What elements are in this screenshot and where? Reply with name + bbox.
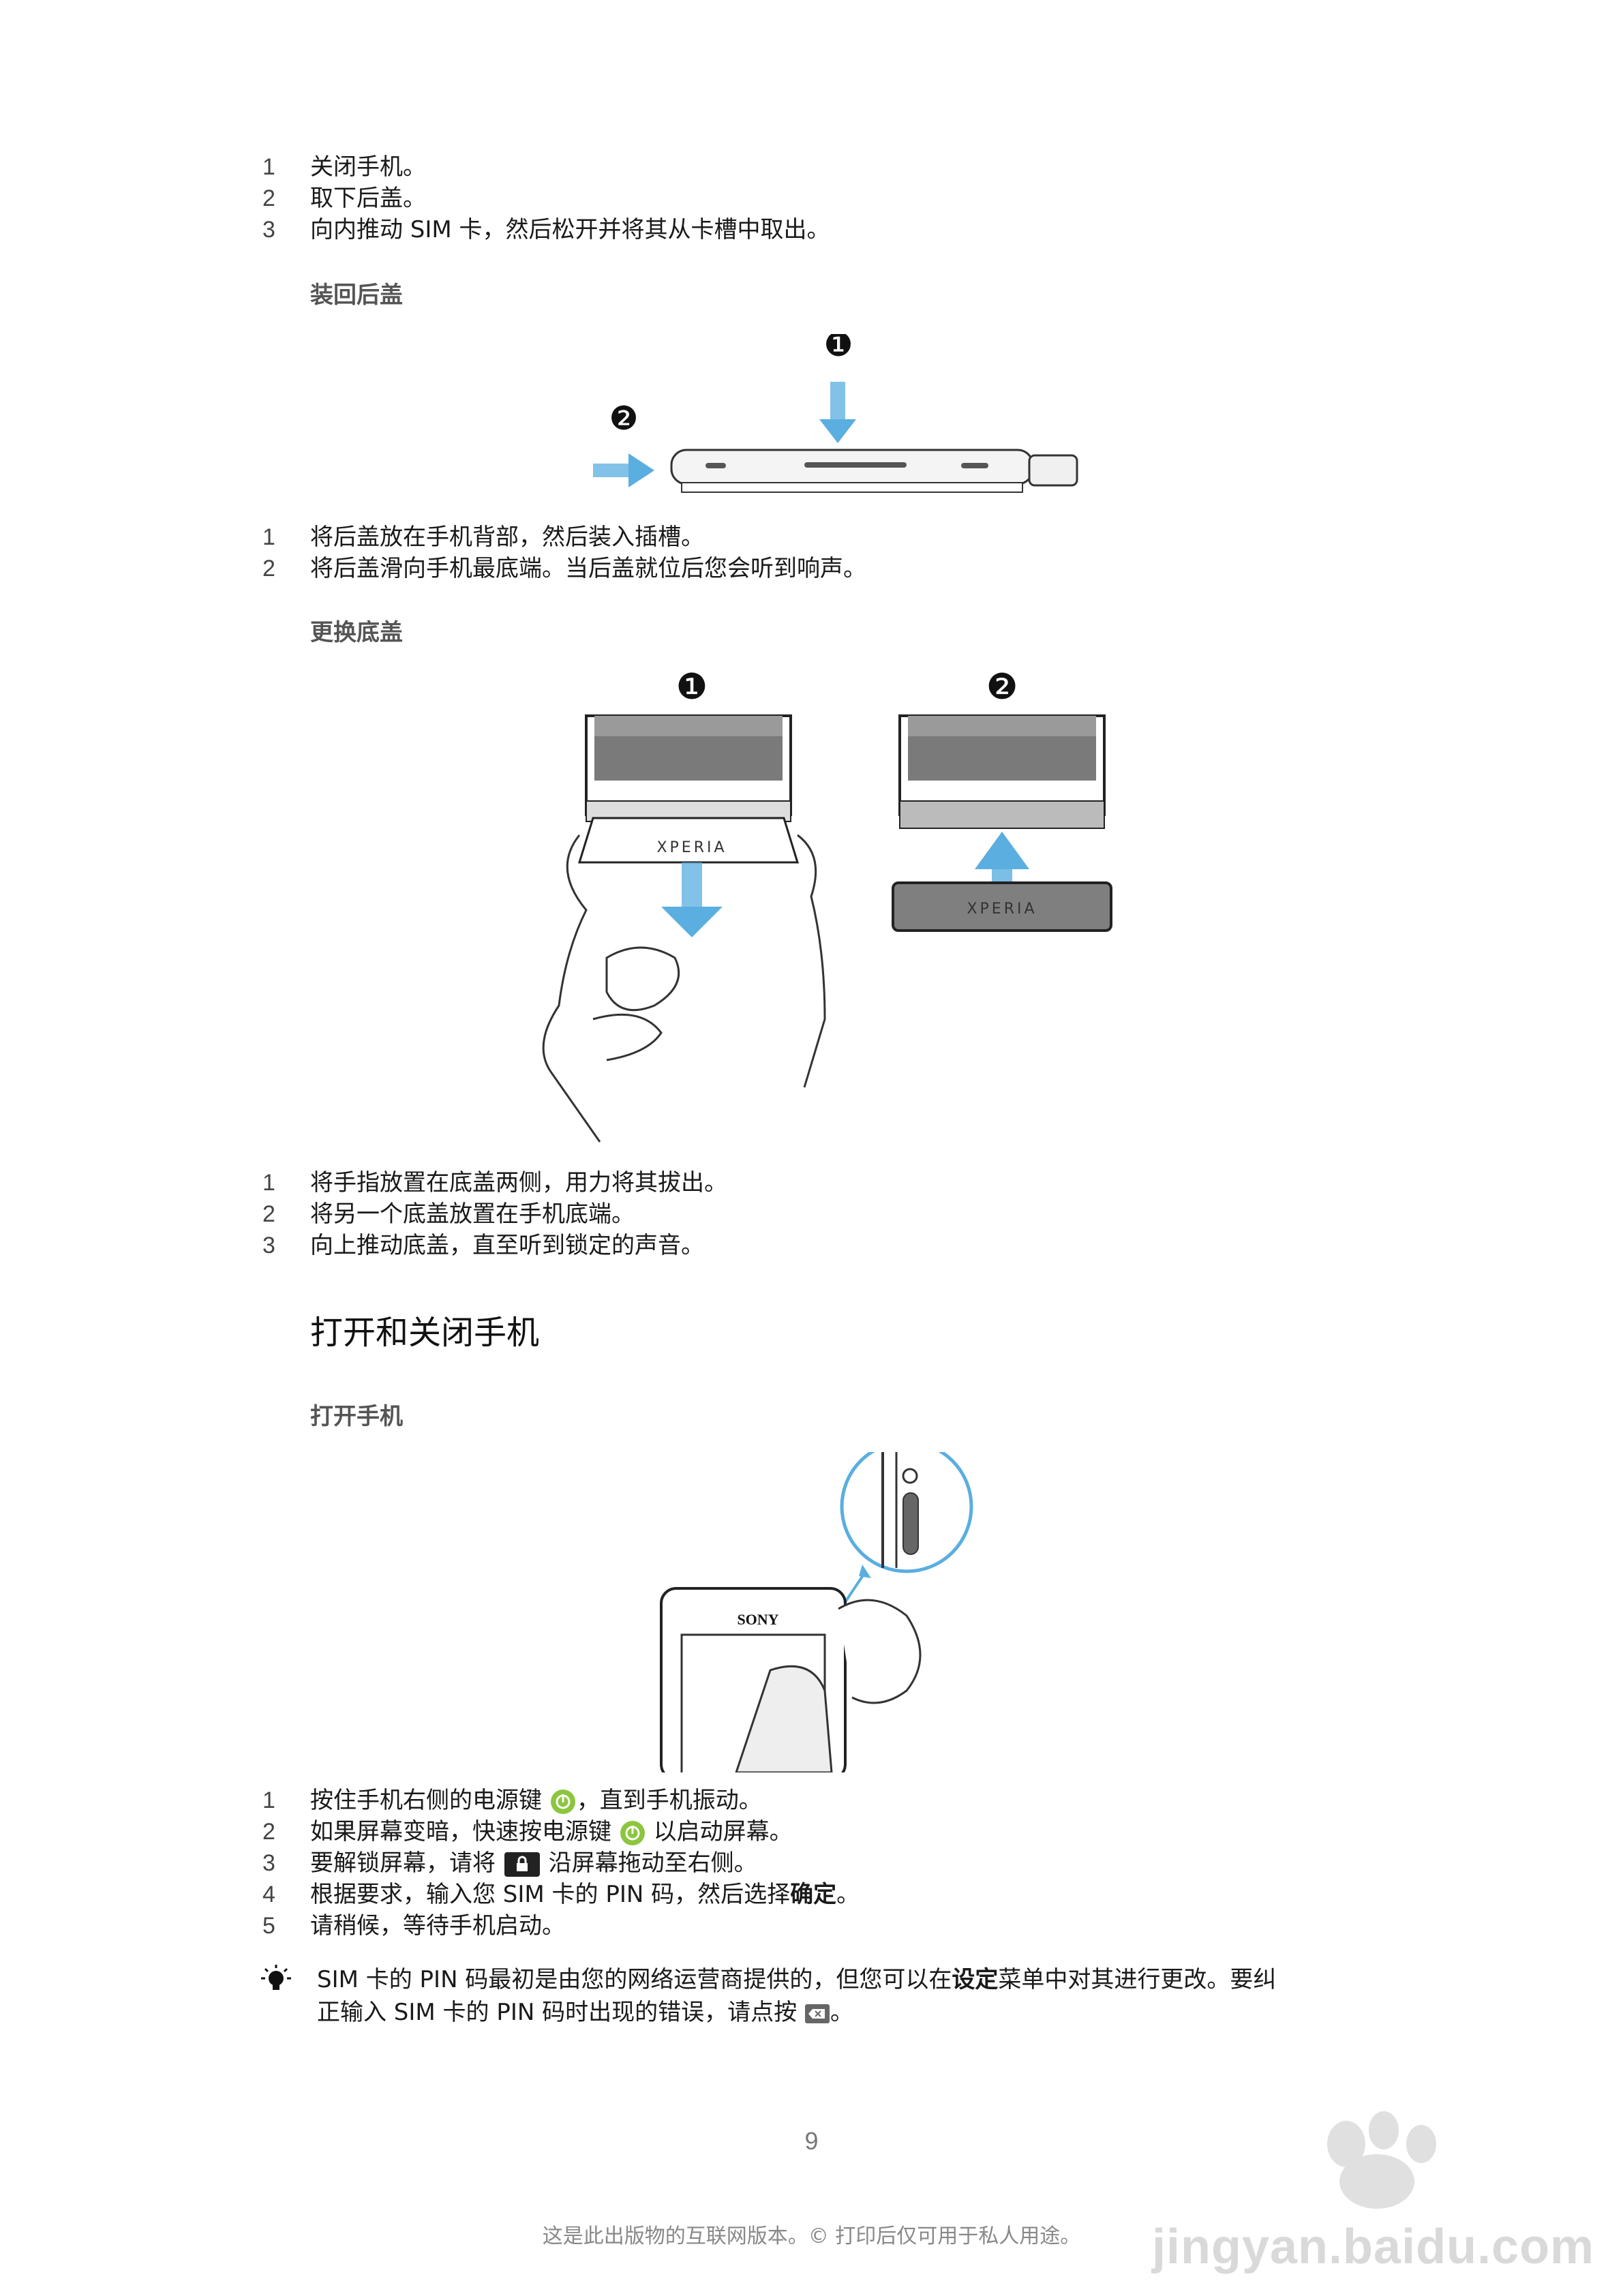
cover-label: XPERIA [656, 839, 727, 856]
bottom-cover-illustration: ❶ ❷ XPERIA XPERIA [539, 665, 1138, 1158]
turn-on-phone-title: 打开手机 [310, 1403, 403, 1430]
replace-bottom-cover-title: 更换底盖 [310, 619, 403, 646]
step-marker-2: ❷ [986, 667, 1018, 708]
lock-icon [504, 1852, 540, 1877]
section-heading: 打开和关闭手机 [310, 1314, 540, 1352]
power-key-icon [620, 1820, 645, 1845]
backspace-icon [804, 2004, 830, 2023]
phone-side-illustration: ❶ ❷ [593, 326, 1078, 493]
page-number: 9 [804, 2127, 819, 2155]
step-marker-2: ❷ [609, 399, 638, 438]
power-on-illustration: SONY [654, 1440, 1022, 1781]
lightbulb-icon [261, 1965, 291, 1990]
power-key-icon [550, 1789, 575, 1814]
cover-label: XPERIA [967, 901, 1037, 918]
step-marker-1: ❶ [676, 667, 708, 708]
footer-note: 这是此出版物的互联网版本。© 打印后仅可用于私人用途。 [542, 2224, 1081, 2248]
watermark-url: jingyan.baidu.com [1152, 2220, 1595, 2274]
back-cover-illustration: ❶ ❷ [579, 326, 1091, 514]
power-key-drawing: SONY [660, 1440, 973, 1781]
reattach-back-cover-title: 装回后盖 [310, 282, 403, 309]
bottom-cover-drawing: ❶ ❷ XPERIA XPERIA [542, 667, 1112, 1143]
brand-logo: SONY [737, 1611, 778, 1628]
baidu-jingyan-watermark [1327, 2111, 1436, 2209]
step-marker-1: ❶ [823, 334, 853, 364]
